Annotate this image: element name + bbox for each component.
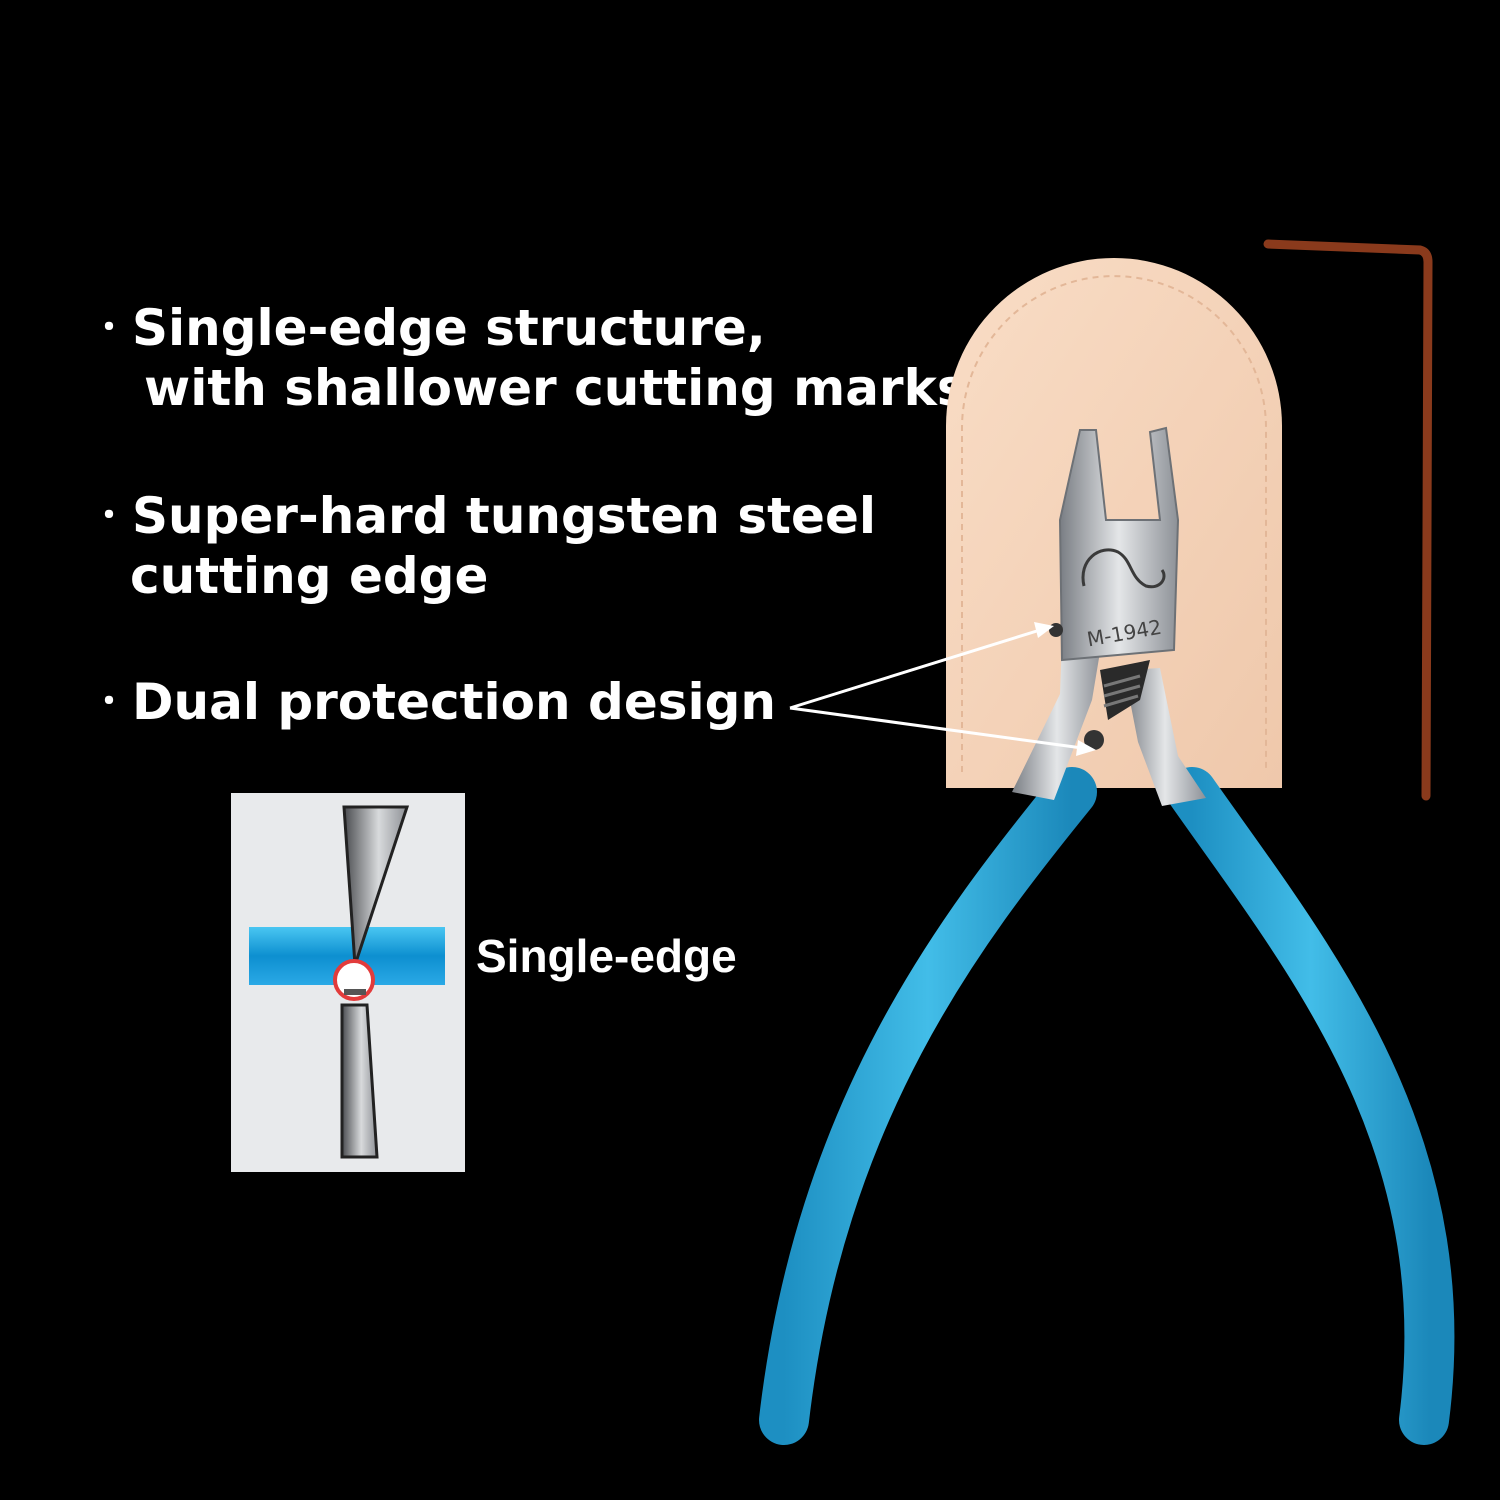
feature-line-1: Super-hard tungsten steel [132,487,876,545]
dragon-logo-icon [1081,548,1166,589]
bullet: ・ [92,308,126,348]
pliers-handles [759,767,1455,1445]
blade-cross-section-icon [249,805,445,1159]
callout-arrows [789,622,1096,756]
single-edge-diagram [231,793,465,1172]
feature-single-edge: ・Single-edge structure, with shallower c… [92,298,967,418]
feature-line-1: Dual protection design [132,673,777,731]
feature-tungsten-steel: ・Super-hard tungsten steel cutting edge [92,486,876,606]
single-edge-label: Single-edge [476,930,737,982]
feature-line-2: cutting edge [130,547,489,605]
bullet: ・ [92,682,126,722]
feature-line-1: Single-edge structure, [132,299,766,357]
feature-dual-protection: ・Dual protection design [92,672,776,732]
feature-line-2: with shallower cutting marks [144,359,967,417]
bullet: ・ [92,496,126,536]
pliers-head: M-1942 [1012,426,1206,806]
hex-key-icon [1263,239,1433,801]
